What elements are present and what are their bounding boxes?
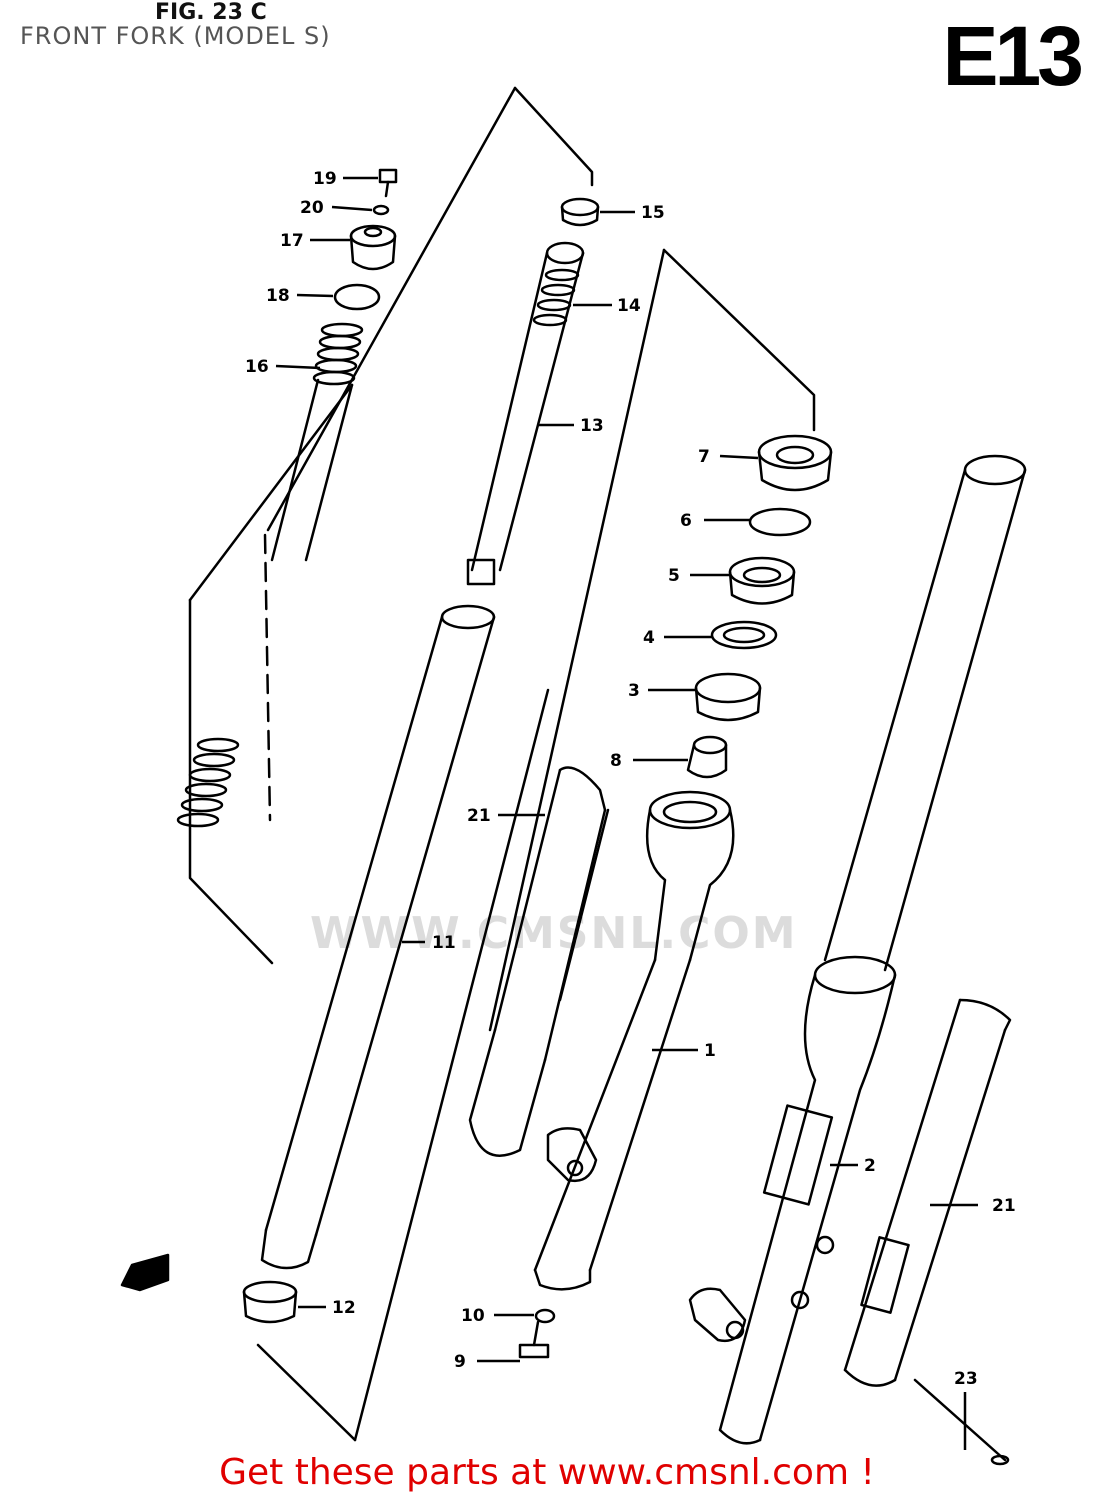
part-15-ring (560, 197, 600, 227)
part-label-1: 1 (704, 1041, 716, 1061)
leader-lines (275, 176, 978, 1450)
figure-number: FIG. 23 C (155, 0, 267, 25)
part-23-pin (913, 1378, 1010, 1466)
part-label-8: 8 (610, 751, 622, 771)
part-label-6: 6 (680, 511, 692, 531)
part-3-guide-metal (694, 672, 762, 722)
part-label-14: 14 (617, 296, 641, 316)
part-label-11: 11 (432, 933, 456, 953)
part-8-oil-lock-piece (686, 735, 728, 779)
part-label-12: 12 (332, 1298, 356, 1318)
part-17-cap-bolt (349, 224, 397, 271)
part-9-bolt (518, 1320, 550, 1359)
part-label-21-left: 21 (467, 806, 491, 826)
watermark-text: WWW.CMSNL.COM (310, 908, 798, 959)
part-label-10: 10 (461, 1306, 485, 1326)
part-label-18: 18 (266, 286, 290, 306)
part-6-circlip (748, 507, 812, 537)
part-10-washer (534, 1308, 556, 1324)
part-20-washer (372, 204, 390, 216)
assembly-lines (188, 86, 816, 1442)
part-4-washer (710, 620, 778, 650)
part-2-fork-assembly (688, 454, 1027, 1445)
part-label-4: 4 (643, 628, 655, 648)
page-id: E13 (942, 9, 1084, 103)
part-label-5: 5 (668, 566, 680, 586)
part-19-bolt (378, 168, 398, 198)
footer-link[interactable]: Get these parts at www.cmsnl.com ! (219, 1452, 875, 1493)
part-label-17: 17 (280, 231, 304, 251)
part-16-spring-body (270, 378, 354, 562)
part-16-spring-bottom (176, 737, 240, 828)
part-7-dust-seal (757, 434, 833, 492)
part-21-cover-right (843, 998, 1012, 1387)
front-direction-arrow (120, 1253, 170, 1292)
part-label-9: 9 (454, 1352, 466, 1372)
part-11-inner-tube (260, 604, 496, 1270)
part-14-rebound-spring (532, 268, 580, 327)
part-label-7: 7 (698, 447, 710, 467)
diagram-caption: FRONT FORK (MODEL S) (20, 22, 331, 50)
part-18-o-ring (333, 283, 381, 311)
part-label-2: 2 (864, 1156, 876, 1176)
part-label-20: 20 (300, 198, 324, 218)
part-label-15: 15 (641, 203, 665, 223)
part-5-oil-seal (728, 556, 796, 605)
part-label-19: 19 (313, 169, 337, 189)
part-16-spring-top (312, 322, 364, 386)
part-21-cover-left (468, 766, 607, 1157)
part-label-21-right: 21 (992, 1196, 1016, 1216)
part-label-16: 16 (245, 357, 269, 377)
part-1-outer-tube (533, 790, 735, 1291)
part-12-bushing (242, 1280, 298, 1324)
part-label-13: 13 (580, 416, 604, 436)
part-label-23: 23 (954, 1369, 978, 1389)
part-label-3: 3 (628, 681, 640, 701)
